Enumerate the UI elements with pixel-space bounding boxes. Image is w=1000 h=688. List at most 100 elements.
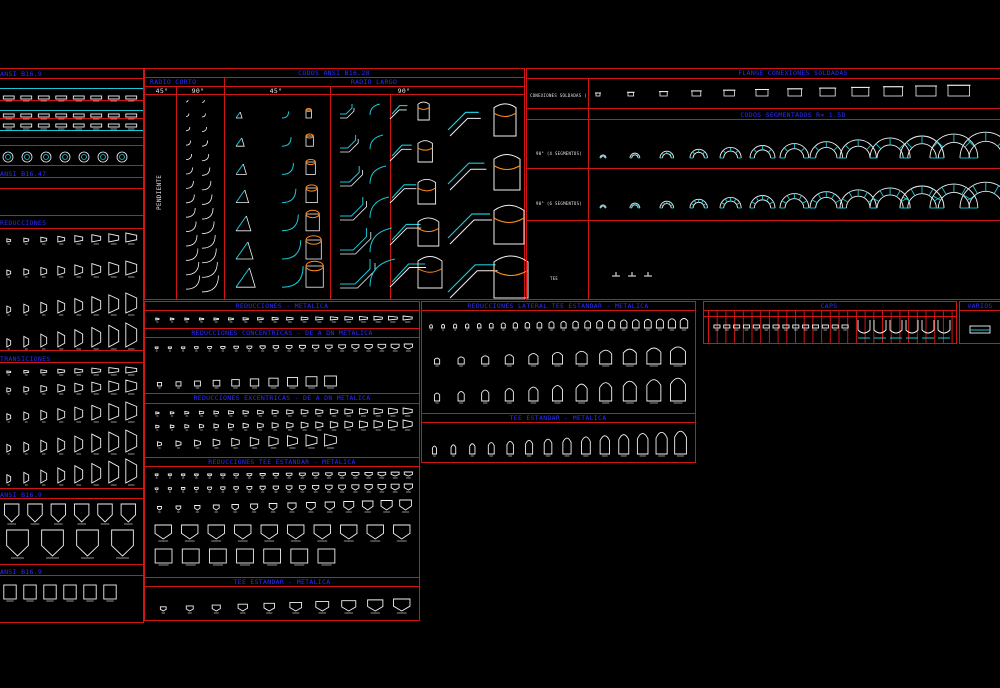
reducer-symbol [57, 299, 66, 314]
reducer-symbol [6, 269, 12, 276]
eccentric-reducer [402, 407, 413, 415]
reducing-tee [377, 471, 387, 477]
standard-tee [506, 441, 514, 455]
short-elbow-symbol [201, 275, 219, 293]
tee-symbol [6, 529, 29, 557]
reducer-symbol [125, 322, 138, 348]
concentric-reducer [220, 345, 226, 350]
reducing-tee [194, 486, 199, 491]
transition-symbol [91, 433, 102, 453]
short-elbow-symbol [185, 221, 197, 232]
reducing-tee [207, 486, 213, 491]
elbow-end-view [305, 265, 324, 288]
segmented-bend [815, 147, 838, 159]
elbow-end-view [305, 213, 320, 232]
left-panel-title-6: ANSI B16.9 [0, 568, 43, 576]
transition-symbol [108, 431, 120, 453]
eccentric-reducer [268, 436, 279, 447]
bend-segment-joint [702, 151, 706, 155]
elbows-frame [144, 68, 525, 300]
reducer-small [242, 317, 249, 321]
bend-segment-joint [603, 205, 605, 207]
long-elbow-90 [340, 139, 359, 153]
reducing-tee [364, 471, 373, 477]
segmented-bend [907, 143, 937, 159]
bend-segment-joint [693, 200, 697, 204]
transition-symbol [108, 380, 120, 393]
standard-tee [469, 443, 476, 455]
segmented-bend [661, 203, 672, 209]
lateral-tee [548, 321, 555, 329]
concentric-reducer [231, 379, 240, 387]
reducing-tee [325, 484, 333, 491]
bend-segment-joint [701, 200, 704, 204]
bend-segment-joint [722, 150, 727, 154]
cap-small [831, 324, 839, 329]
bend-segment-joint [781, 200, 787, 204]
reducer-symbol [23, 237, 30, 243]
transition-symbol [6, 387, 12, 393]
lateral-tee [599, 349, 613, 365]
reducer-symbol [125, 232, 138, 243]
transition-symbol [74, 464, 84, 484]
large-elbow [391, 105, 408, 115]
bend-segment-joint [604, 206, 606, 208]
lateral-tee [575, 383, 588, 402]
reducing-tee [351, 484, 360, 491]
eccentric-reducer [402, 419, 413, 429]
reducing-tee [212, 504, 220, 511]
elbow-end-view [305, 109, 312, 119]
elbow-end-view [493, 154, 521, 191]
long-elbow-90 [369, 165, 387, 184]
concentric-reducer [259, 345, 266, 350]
transition-symbol [6, 443, 12, 453]
short-elbow-symbol [185, 167, 193, 175]
bend-segment-joint [703, 203, 707, 206]
reducing-tee [298, 472, 306, 477]
bend-segment-joint [631, 154, 633, 157]
elbow-end-ellipse [493, 165, 521, 171]
large-elbow [389, 148, 412, 162]
large-elbow [391, 184, 417, 199]
bend-segment-joint [766, 196, 770, 202]
lateral-tee [596, 320, 604, 329]
lateral-tee [679, 318, 689, 329]
bend-segment-joint [993, 185, 1000, 194]
lateral-tee [552, 352, 563, 365]
elbows-angle-45-short: 45° [155, 87, 169, 95]
reducing-tee [366, 524, 384, 540]
tee-small [628, 272, 636, 277]
elbow-end-ellipse [305, 235, 322, 245]
tees-title-1: REDUCCIONES LATERAL TEE ESTANDAR - METAL… [467, 302, 649, 310]
reducer-symbol [125, 292, 138, 314]
reducing-tee [246, 486, 253, 491]
concentric-reducer [364, 344, 373, 350]
short-elbow-symbol [201, 113, 206, 118]
standard-tee [450, 444, 457, 455]
reducing-tee [403, 483, 413, 491]
bend-segment-joint [814, 146, 820, 151]
pipe-symbol [107, 113, 120, 118]
cap-small [811, 324, 820, 329]
misc-frame [959, 301, 1000, 344]
transition-symbol [57, 408, 66, 421]
standard-tee [289, 602, 303, 612]
flange-connection [915, 85, 937, 97]
long-elbow-45 [235, 267, 250, 288]
reducing-tee [180, 473, 186, 477]
pipe-symbol [20, 95, 33, 100]
reducing-tee [259, 473, 266, 477]
eccentric-reducer [315, 408, 324, 415]
lateral-tee [552, 385, 563, 402]
flange-circle-inner [119, 154, 125, 160]
elbows-long-radius-label: RADIO LARGO [350, 78, 398, 86]
elbow-end-view [493, 103, 517, 137]
long-elbow-90 [369, 227, 393, 253]
reducing-tee [272, 485, 280, 491]
bends-row-1-label: 90° (4 SEGMENTOS) [536, 151, 583, 156]
bend-segment-joint [636, 203, 638, 206]
reducing-tee [220, 473, 226, 477]
long-elbow-90 [281, 162, 294, 175]
reducing-tee [324, 501, 335, 511]
elbows-angle-90-long: 90° [397, 87, 411, 95]
